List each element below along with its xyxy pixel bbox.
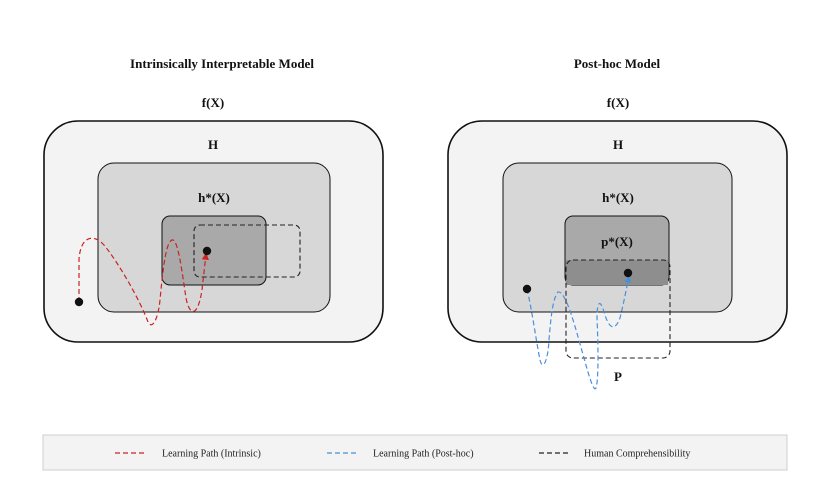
- left-optimal-region: [161, 215, 267, 286]
- left-space-label: H: [208, 137, 218, 152]
- right-space-label: H: [613, 137, 623, 152]
- posthoc-learning-path: [526, 275, 632, 390]
- legend: Learning Path (Intrinsic) Learning Path …: [42, 434, 788, 471]
- left-end-point: [202, 246, 212, 256]
- legend-box: [42, 434, 788, 471]
- right-target-label: h*(X): [602, 190, 634, 205]
- intrinsic-learning-path: [78, 237, 209, 326]
- right-posthoc-label: p*(X): [601, 234, 633, 249]
- right-comprehensible-label: P: [614, 369, 622, 384]
- left-panel-title: Intrinsically Interpretable Model: [130, 56, 314, 71]
- right-outer-label: f(X): [607, 95, 629, 110]
- left-comprehensibility-region: [193, 224, 301, 278]
- legend-intrinsic-label: Learning Path (Intrinsic): [162, 449, 261, 460]
- left-panel: Intrinsically Interpretable Model f(X) H…: [43, 56, 384, 343]
- left-outer-label: f(X): [202, 95, 224, 110]
- right-panel: Post-hoc Model f(X) H h*(X) p*(X) P: [447, 56, 788, 390]
- right-comprehensibility-region: [565, 259, 671, 359]
- right-start-point: [522, 284, 532, 294]
- legend-posthoc-label: Learning Path (Post-hoc): [373, 449, 474, 460]
- legend-human-label: Human Comprehensibility: [584, 449, 690, 460]
- left-target-label: h*(X): [198, 190, 230, 205]
- right-overlap-region: [566, 260, 668, 285]
- left-start-point: [74, 297, 84, 307]
- right-end-point: [623, 268, 633, 278]
- right-panel-title: Post-hoc Model: [574, 56, 661, 71]
